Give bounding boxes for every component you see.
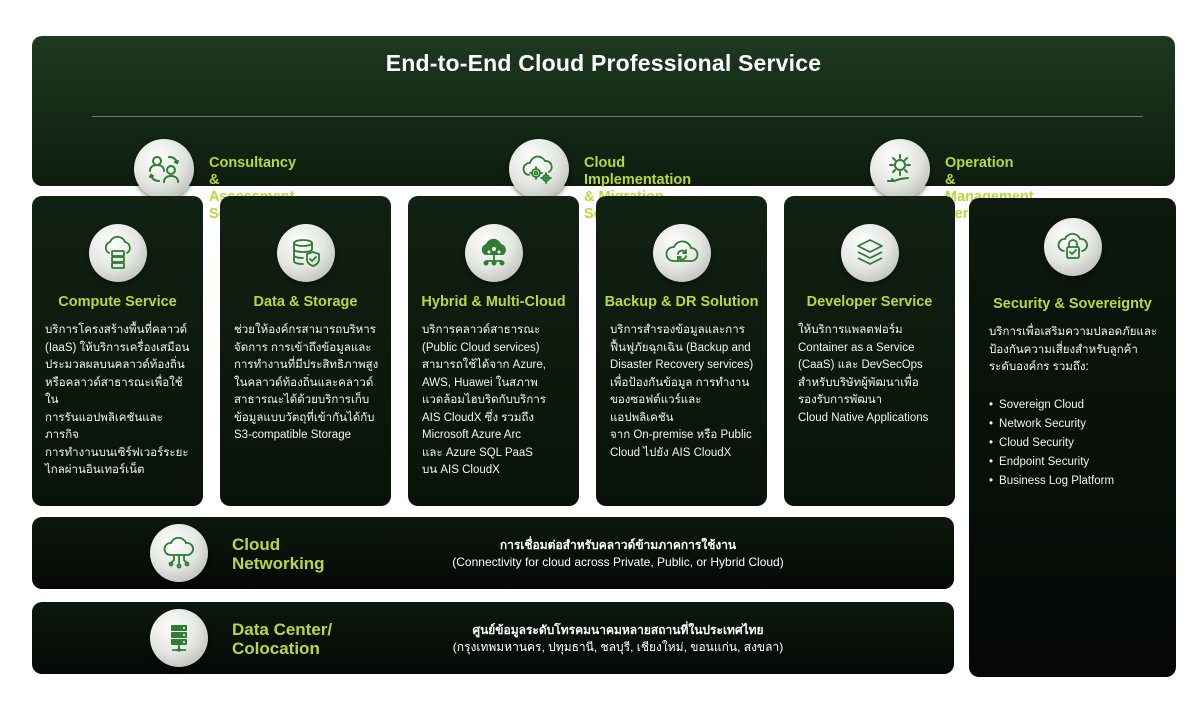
cloud-lock-icon <box>1043 218 1102 276</box>
card-description: บริการโครงสร้างพื้นที่คลาวด์ (IaaS) ให้บ… <box>45 324 190 476</box>
list-item: Sovereign Cloud <box>989 396 1114 415</box>
cloud-networking-band: Cloud Networking การเชื่อมต่อสำหรับคลาวด… <box>32 517 954 589</box>
card-description: บริการคลาวด์สาธารณะ (Public Cloud servic… <box>422 324 546 476</box>
card-title: Security & Sovereignty <box>993 296 1152 312</box>
security-list: Sovereign Cloud Network Security Cloud S… <box>989 396 1114 491</box>
data-storage-card: Data & Storage ช่วยให้องค์กรสามารถบริหาร… <box>220 196 391 506</box>
card-title: Hybrid & Multi-Cloud <box>421 294 566 310</box>
server-rack-icon <box>150 609 208 667</box>
card-description: บริการสำรองข้อมูลและการ ฟื้นฟูภัยฉุกเฉิน… <box>610 324 754 459</box>
cloud-gears-icon <box>509 139 569 199</box>
hybrid-multicloud-card: Hybrid & Multi-Cloud บริการคลาวด์สาธารณะ… <box>408 196 579 506</box>
card-description: บริการเพื่อเสริมความปลอดภัยและ ป้องกันคว… <box>989 326 1158 373</box>
card-description: ช่วยให้องค์กรสามารถบริหาร จัดการ การเข้า… <box>234 324 379 441</box>
professional-service-panel: End-to-End Cloud Professional Service Co… <box>32 36 1175 222</box>
database-shield-icon <box>276 224 335 282</box>
compute-service-card: Compute Service บริการโครงสร้างพื้นที่คล… <box>32 196 203 506</box>
band-title: Data Center/ Colocation <box>232 620 333 658</box>
people-exchange-icon <box>134 139 194 199</box>
page-title: End-to-End Cloud Professional Service <box>385 50 822 76</box>
list-item: Business Log Platform <box>989 472 1114 491</box>
card-title: Backup & DR Solution <box>604 294 759 310</box>
developer-service-card: Developer Service ให้บริการแพลตฟอร์ม Con… <box>784 196 955 506</box>
card-title: Developer Service <box>806 294 933 310</box>
card-title: Data & Storage <box>253 294 358 310</box>
cloud-sync-icon <box>652 224 711 282</box>
band-description-en: (กรุงเทพมหานคร, ปทุมธานี, ชลบุรี, เชียงใ… <box>452 640 784 654</box>
band-description: การเชื่อมต่อสำหรับคลาวด์ข้ามภาคการใช้งาน… <box>432 537 804 571</box>
band-description: ศูนย์ข้อมูลระดับโทรคมนาคมหลายสถานที่ในปร… <box>432 622 804 656</box>
band-description-th: การเชื่อมต่อสำหรับคลาวด์ข้ามภาคการใช้งาน <box>499 538 737 552</box>
list-item: Network Security <box>989 415 1114 434</box>
card-title: Compute Service <box>58 294 177 310</box>
cloud-server-icon <box>88 224 147 282</box>
data-center-band: Data Center/ Colocation ศูนย์ข้อมูลระดับ… <box>32 602 954 674</box>
band-description-th: ศูนย์ข้อมูลระดับโทรคมนาคมหลายสถานที่ในปร… <box>472 623 764 637</box>
cloud-network-icon <box>464 224 523 282</box>
security-sovereignty-card: Security & Sovereignty บริการเพื่อเสริมค… <box>969 198 1176 677</box>
band-title: Cloud Networking <box>232 535 325 573</box>
title-divider <box>92 116 1143 117</box>
card-description: ให้บริการแพลตฟอร์ม Container as a Servic… <box>798 324 929 424</box>
list-item: Cloud Security <box>989 434 1114 453</box>
backup-dr-card: Backup & DR Solution บริการสำรองข้อมูลแล… <box>596 196 767 506</box>
band-description-en: (Connectivity for cloud across Private, … <box>452 555 784 569</box>
layers-icon <box>840 224 899 282</box>
gear-hand-icon <box>870 139 930 199</box>
list-item: Endpoint Security <box>989 453 1114 472</box>
cloud-circuit-icon <box>150 524 208 582</box>
